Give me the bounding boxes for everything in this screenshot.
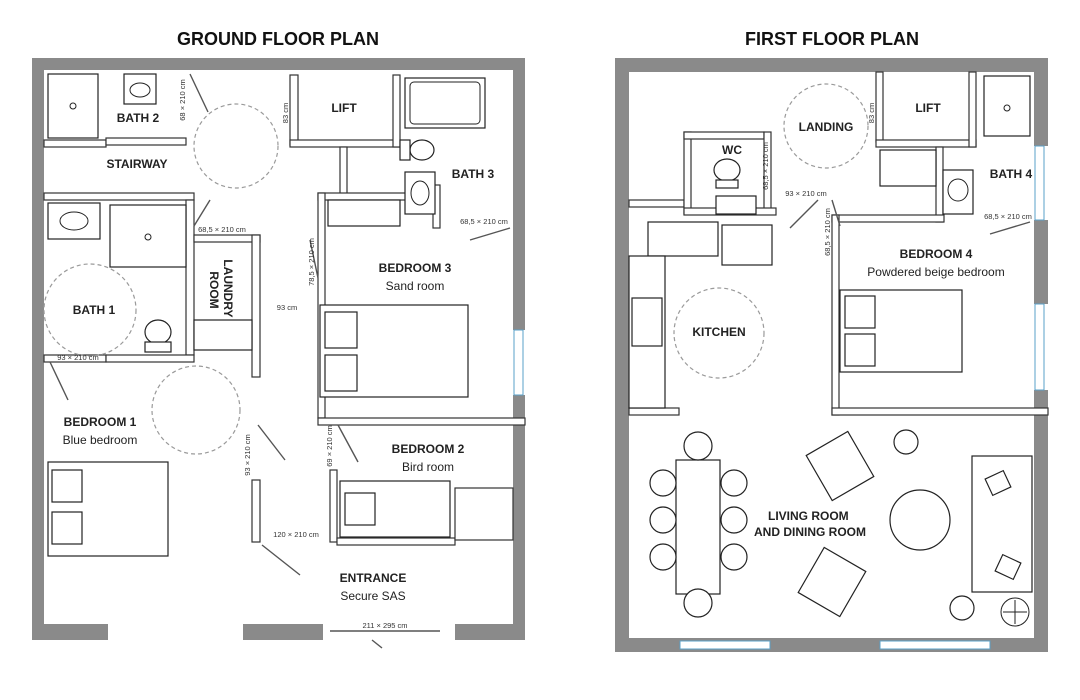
room-label-lift: LIFT (915, 101, 941, 115)
dimension-label: 120 × 210 cm (273, 530, 319, 539)
sink-icon (715, 195, 757, 215)
dimension-label: 93 × 210 cm (785, 189, 826, 198)
room-label-landing: LANDING (799, 120, 854, 134)
room-label-kitchen: KITCHEN (692, 325, 745, 339)
room-label-bedroom-2: BEDROOM 2 (392, 442, 465, 456)
wardrobe-icon (327, 199, 401, 227)
room-label-bath-2: BATH 2 (117, 111, 160, 125)
dimension-label: 78,5 × 210 cm (307, 238, 316, 286)
toilet-icon (144, 319, 172, 345)
dimension-label: 68 × 210 cm (178, 79, 187, 120)
room-label-bedroom-4: BEDROOM 4 (900, 247, 973, 261)
first-room-labels: LANDING LIFT WC BATH 4 KITCHEN BEDROOM 4… (692, 101, 1032, 539)
room-label-lift: LIFT (331, 101, 357, 115)
room-label-living-dining: LIVING ROOM AND DINING ROOM (754, 509, 866, 539)
armchair-icon (805, 430, 875, 502)
wardrobe-icon (193, 319, 253, 351)
chair-icon (720, 469, 748, 497)
chair-icon (649, 506, 677, 534)
room-label-bedroom-3: BEDROOM 3 (379, 261, 452, 275)
room-label-bath-1: BATH 1 (73, 303, 116, 317)
room-label-stairway: STAIRWAY (106, 157, 167, 171)
shower-icon (109, 204, 187, 268)
shower-icon (47, 73, 99, 139)
dimension-label: 83 cm (281, 103, 290, 123)
ground-room-labels: BATH 2 LIFT STAIRWAY BATH 3 LAUNDRY ROOM… (63, 101, 495, 603)
first-outer-walls (615, 58, 1048, 652)
shower-icon (983, 75, 1031, 137)
first-fixtures (628, 75, 1033, 627)
chair-icon (683, 431, 713, 461)
dimension-label: 69 × 210 cm (325, 425, 334, 466)
ground-dimension-labels: 68 × 210 cm 83 cm 68,5 × 210 cm 68,5 × 2… (57, 79, 508, 630)
sink-icon (942, 169, 974, 215)
first-floor-plan: FIRST FLOOR PLAN (615, 29, 1049, 652)
first-turning-circles (673, 83, 869, 379)
room-label-bath-4: BATH 4 (990, 167, 1033, 181)
kitchen-sink-icon (647, 221, 719, 257)
room-label-bath-3: BATH 3 (452, 167, 495, 181)
ground-floor-title: GROUND FLOOR PLAN (177, 29, 379, 49)
first-interior-walls (628, 71, 1049, 416)
wardrobe-icon (879, 149, 937, 187)
room-sublabel-bedroom-1: Blue bedroom (63, 433, 138, 447)
ground-outer-walls (32, 58, 525, 640)
chair-icon (720, 543, 748, 571)
ground-floor-plan: GROUND FLOOR PLAN (32, 29, 526, 649)
fridge-icon (721, 224, 773, 266)
first-dimension-labels: 83 cm 68,5 × 210 cm 93 × 210 cm 68,5 × 2… (761, 103, 1032, 256)
dimension-label: 68,5 × 210 cm (823, 208, 832, 256)
room-label-entrance: ENTRANCE (340, 571, 407, 585)
plant-icon (1000, 597, 1030, 627)
first-floor-title: FIRST FLOOR PLAN (745, 29, 919, 49)
side-table-icon (893, 429, 919, 455)
first-doors (789, 199, 1031, 235)
room-label-laundry: LAUNDRY ROOM (207, 259, 235, 320)
chair-icon (720, 506, 748, 534)
toilet-icon (409, 139, 435, 161)
bathtub-icon (404, 77, 486, 129)
chair-icon (649, 543, 677, 571)
dimension-label: 93 × 210 cm (243, 434, 252, 475)
sink-icon (123, 73, 157, 105)
room-sublabel-entrance: Secure SAS (340, 589, 405, 603)
coffee-table-icon (889, 489, 951, 551)
dimension-label: 93 × 210 cm (57, 353, 98, 362)
dimension-label: 68,5 × 210 cm (984, 212, 1032, 221)
room-label-bedroom-1: BEDROOM 1 (64, 415, 137, 429)
room-label-wc: WC (722, 143, 742, 157)
room-sublabel-bedroom-3: Sand room (386, 279, 445, 293)
dimension-label: 68,5 × 210 cm (761, 142, 770, 190)
ground-turning-circles (43, 103, 279, 455)
dimension-label: 68,5 × 210 cm (198, 225, 246, 234)
dimension-label: 68,5 × 210 cm (460, 217, 508, 226)
ground-doors (49, 73, 511, 649)
sink-icon (47, 202, 101, 240)
chair-icon (683, 588, 713, 618)
ground-fixtures (47, 73, 486, 557)
dimension-label: 93 cm (277, 303, 297, 312)
armchair-icon (797, 546, 867, 618)
room-sublabel-bedroom-4: Powdered beige bedroom (867, 265, 1004, 279)
sink-icon (404, 171, 436, 215)
room-sublabel-bedroom-2: Bird room (402, 460, 454, 474)
dimension-label: 211 × 295 cm (362, 621, 407, 630)
toilet-icon (713, 158, 741, 182)
chair-icon (649, 469, 677, 497)
side-table-icon (949, 595, 975, 621)
cooktop-icon (631, 297, 663, 347)
dimension-label: 83 cm (867, 103, 876, 123)
dining-table-icon (675, 459, 721, 595)
